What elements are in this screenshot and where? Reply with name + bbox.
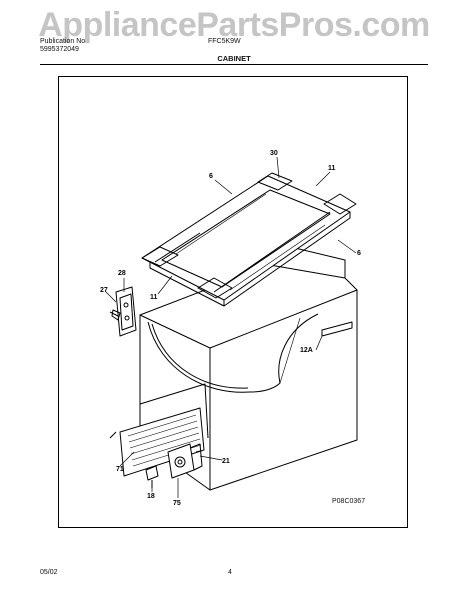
header-rule [40,64,428,65]
footer-date: 05/02 [40,569,58,576]
callout-27: 27 [100,287,108,294]
callout-28: 28 [118,270,126,277]
callout-11-left: 11 [150,294,158,301]
figure-code: P08C0367 [332,498,366,505]
publication-number: 5995372049 [40,46,79,53]
callout-6-top: 6 [209,173,213,180]
watermark: AppliancePartsPros.com [38,6,430,44]
diagram-frame [58,76,408,528]
callout-11-top: 11 [328,165,336,172]
callout-18: 18 [147,493,155,500]
publication-info: Publication No 5995372049 [40,38,85,54]
callout-71: 71 [116,466,124,473]
thermostat-control [167,443,203,479]
lid-gasket-frame [141,172,357,307]
callout-12a: 12A [300,347,313,354]
publication-label: Publication No [40,38,86,45]
screw-part [145,465,159,488]
callout-6-right: 6 [357,250,361,257]
model-number: FFC5K9W [208,38,241,45]
section-title: CABINET [217,54,251,63]
leader-lines [105,156,357,498]
footer-page-number: 4 [228,569,232,576]
callout-21: 21 [222,458,230,465]
grille-panel [109,383,209,477]
hinge-assembly [109,286,137,337]
callout-30: 30 [270,150,278,157]
callout-75: 75 [173,500,181,507]
